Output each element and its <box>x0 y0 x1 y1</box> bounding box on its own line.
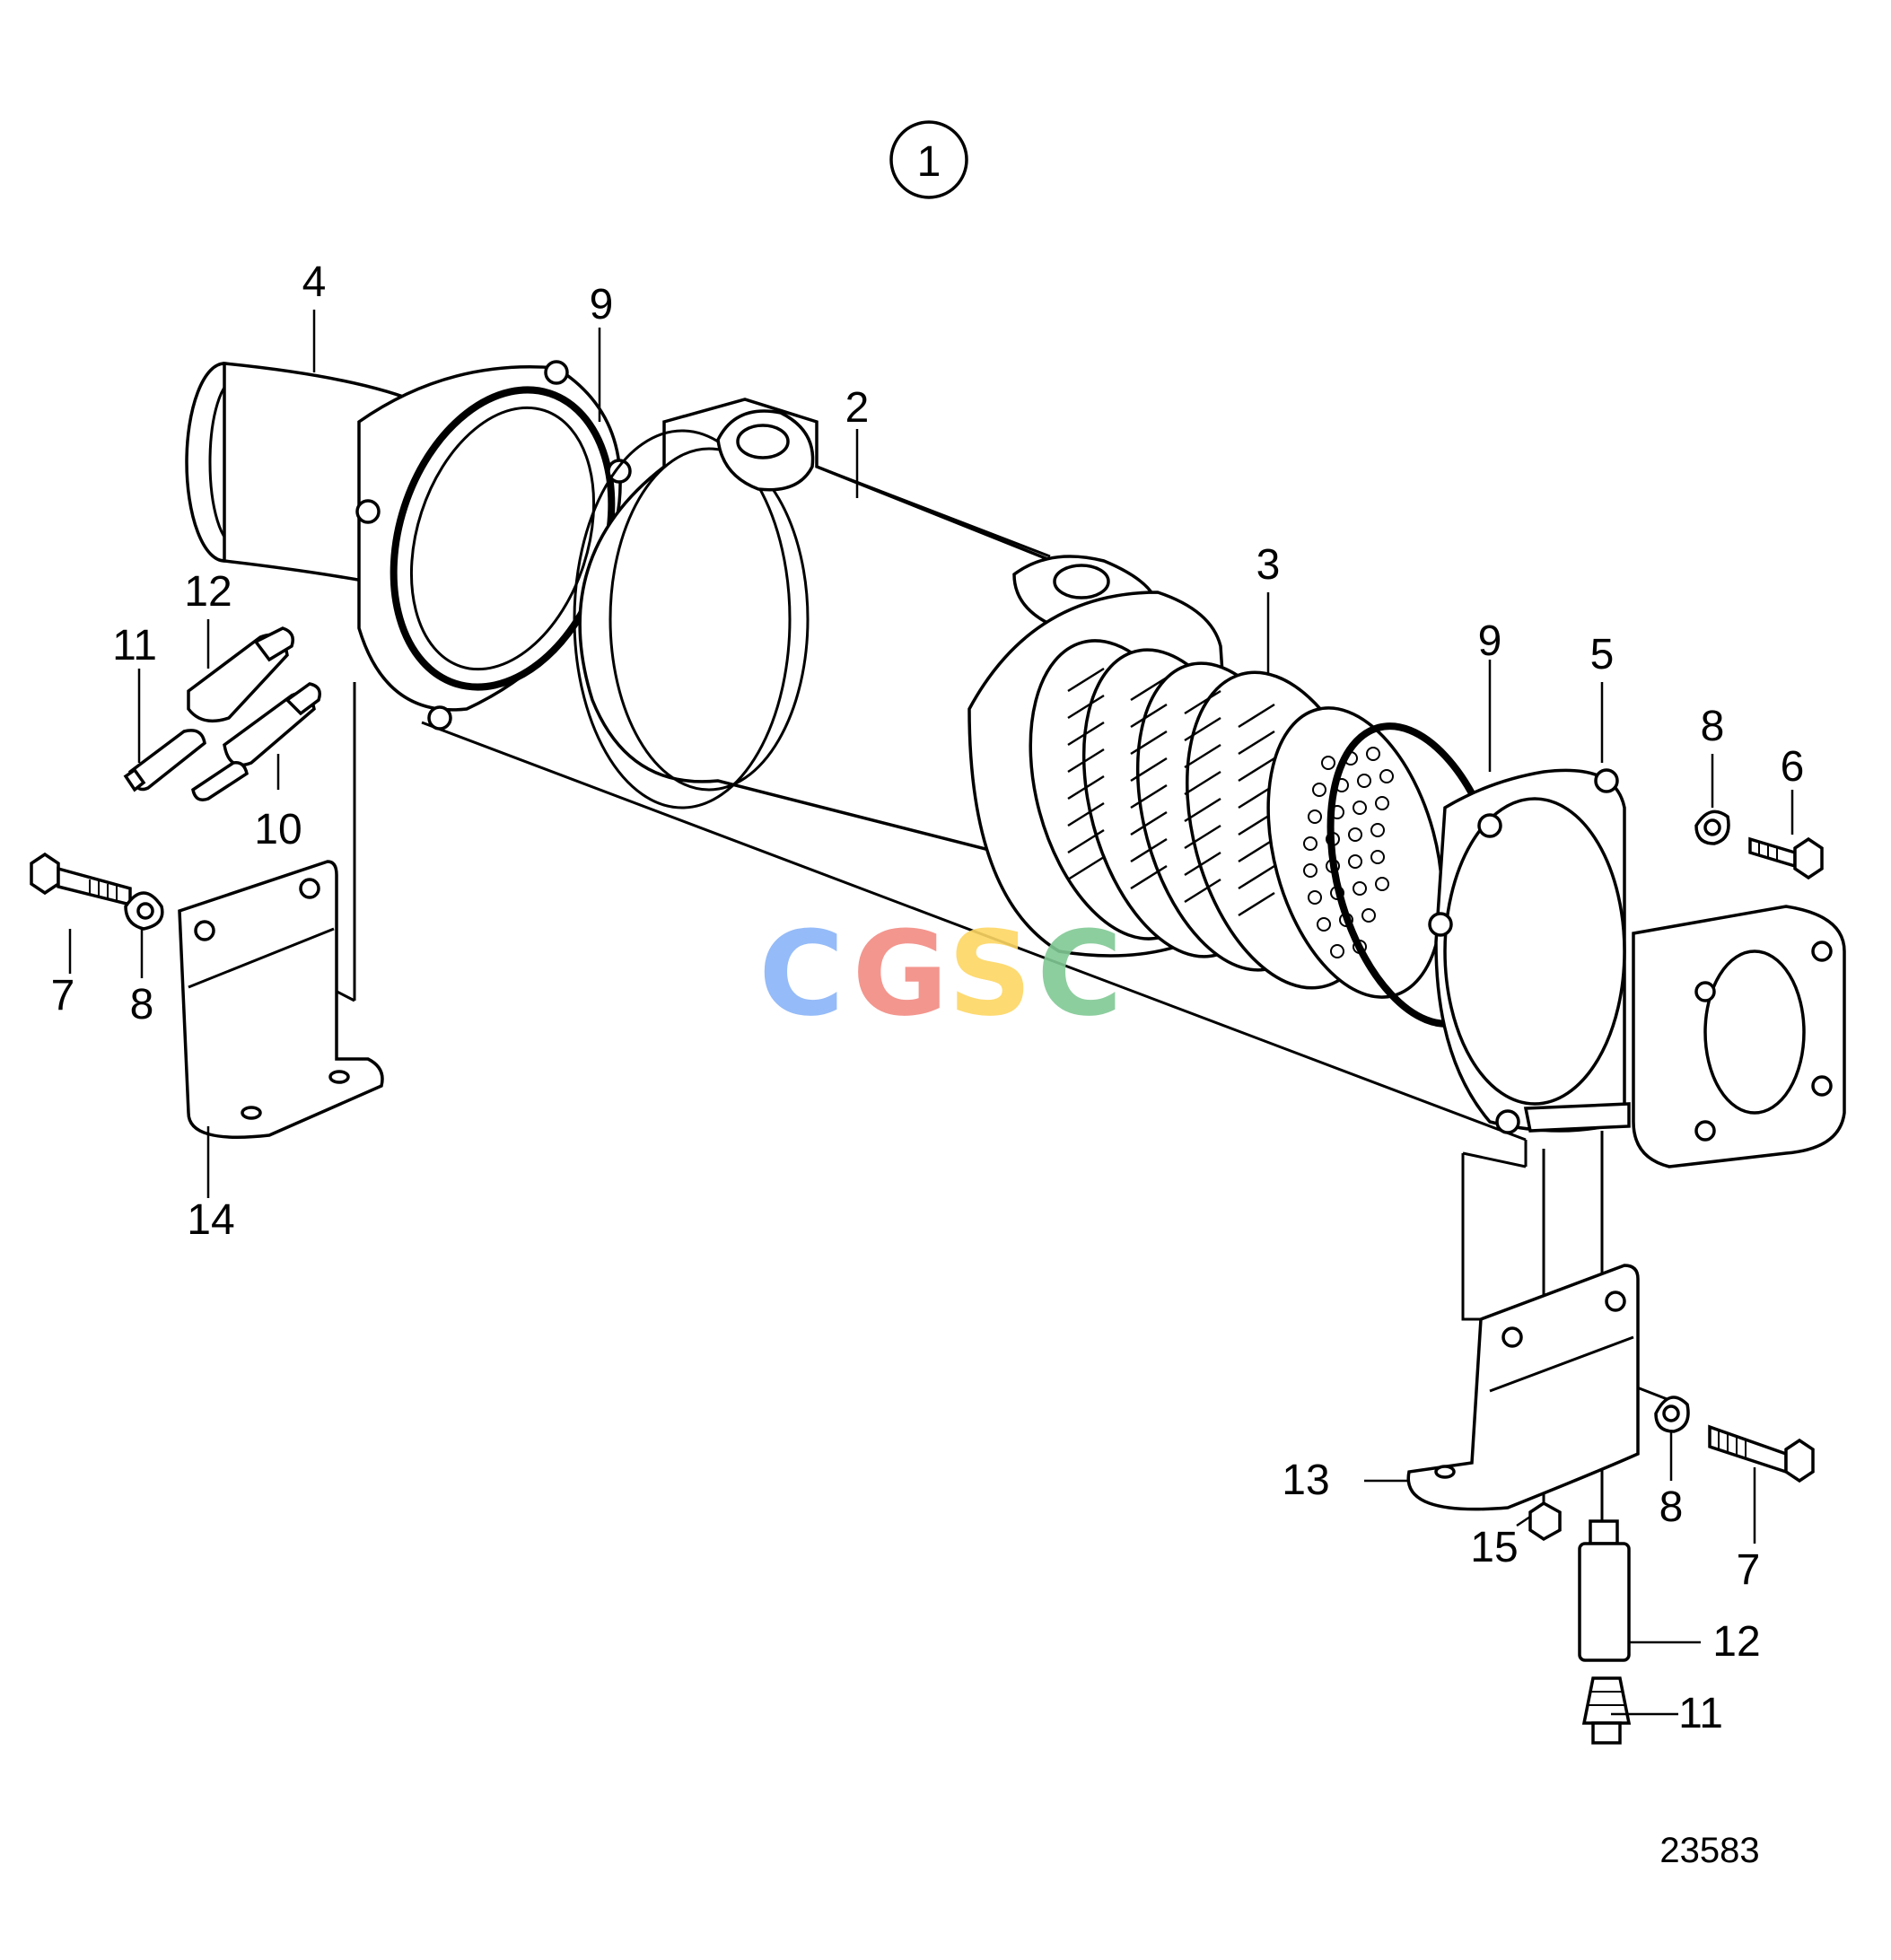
callout-part-13: 13 <box>1282 1457 1329 1504</box>
callout-part-7-left: 7 <box>51 972 75 1019</box>
callout-part-10: 10 <box>254 806 302 853</box>
outlet-elbow-part-5 <box>1428 768 1846 1168</box>
left-washer-part-8 <box>124 891 164 931</box>
callout-part-2: 2 <box>845 384 870 432</box>
watermark-letter-s: S <box>948 906 1032 1042</box>
left-bracket-part-14 <box>178 860 384 1139</box>
callout-part-4: 4 <box>302 258 327 306</box>
plug-part-15 <box>1528 1501 1562 1542</box>
callout-part-8-right-bottom: 8 <box>1659 1483 1684 1531</box>
left-bolt-part-7 <box>30 852 132 907</box>
callout-part-3: 3 <box>1256 541 1281 589</box>
tube-stack-part-3 <box>1029 639 1510 1028</box>
callout-part-12-right: 12 <box>1712 1618 1760 1666</box>
callout-part-8-right-top: 8 <box>1701 703 1725 750</box>
leader-lines <box>68 310 1794 1716</box>
assembly-number-badge: 1 <box>889 120 968 199</box>
callout-labels: 2 3 4 5 6 7 7 8 8 8 9 9 10 11 11 12 12 1… <box>51 258 1805 1737</box>
callout-part-6: 6 <box>1781 743 1805 791</box>
right-bottom-washer-part-8 <box>1654 1396 1690 1433</box>
right-bolt-part-6 <box>1748 836 1824 880</box>
cgsc-watermark: C G S C <box>758 906 1122 1042</box>
callout-part-11-left: 11 <box>112 622 157 669</box>
right-bottom-bolt-part-7 <box>1708 1424 1815 1483</box>
callout-part-11-right: 11 <box>1678 1690 1723 1737</box>
callout-part-15: 15 <box>1470 1524 1518 1571</box>
drawing-number: 23583 <box>1659 1831 1759 1870</box>
inlet-elbow-part-4 <box>185 360 632 731</box>
watermark-letter-c2: C <box>1037 906 1122 1042</box>
callout-part-9-left: 9 <box>590 281 614 328</box>
left-fittings-parts-10-11-12 <box>123 626 321 801</box>
callout-part-14: 14 <box>187 1196 234 1244</box>
bottom-fitting-part-12 <box>1578 1519 1631 1662</box>
watermark-letter-c1: C <box>758 906 844 1042</box>
callout-part-12-left: 12 <box>184 568 232 616</box>
callout-part-7-right: 7 <box>1737 1546 1761 1594</box>
bottom-fitting-part-11 <box>1581 1676 1632 1745</box>
callout-part-5: 5 <box>1590 631 1615 678</box>
right-bracket-part-13 <box>1406 1264 1640 1511</box>
watermark-letter-g: G <box>853 906 949 1042</box>
callout-part-8-left: 8 <box>130 981 154 1028</box>
assembly-number: 1 <box>917 138 941 186</box>
right-top-washer-part-8 <box>1694 809 1730 845</box>
callout-part-9-right: 9 <box>1478 617 1502 665</box>
